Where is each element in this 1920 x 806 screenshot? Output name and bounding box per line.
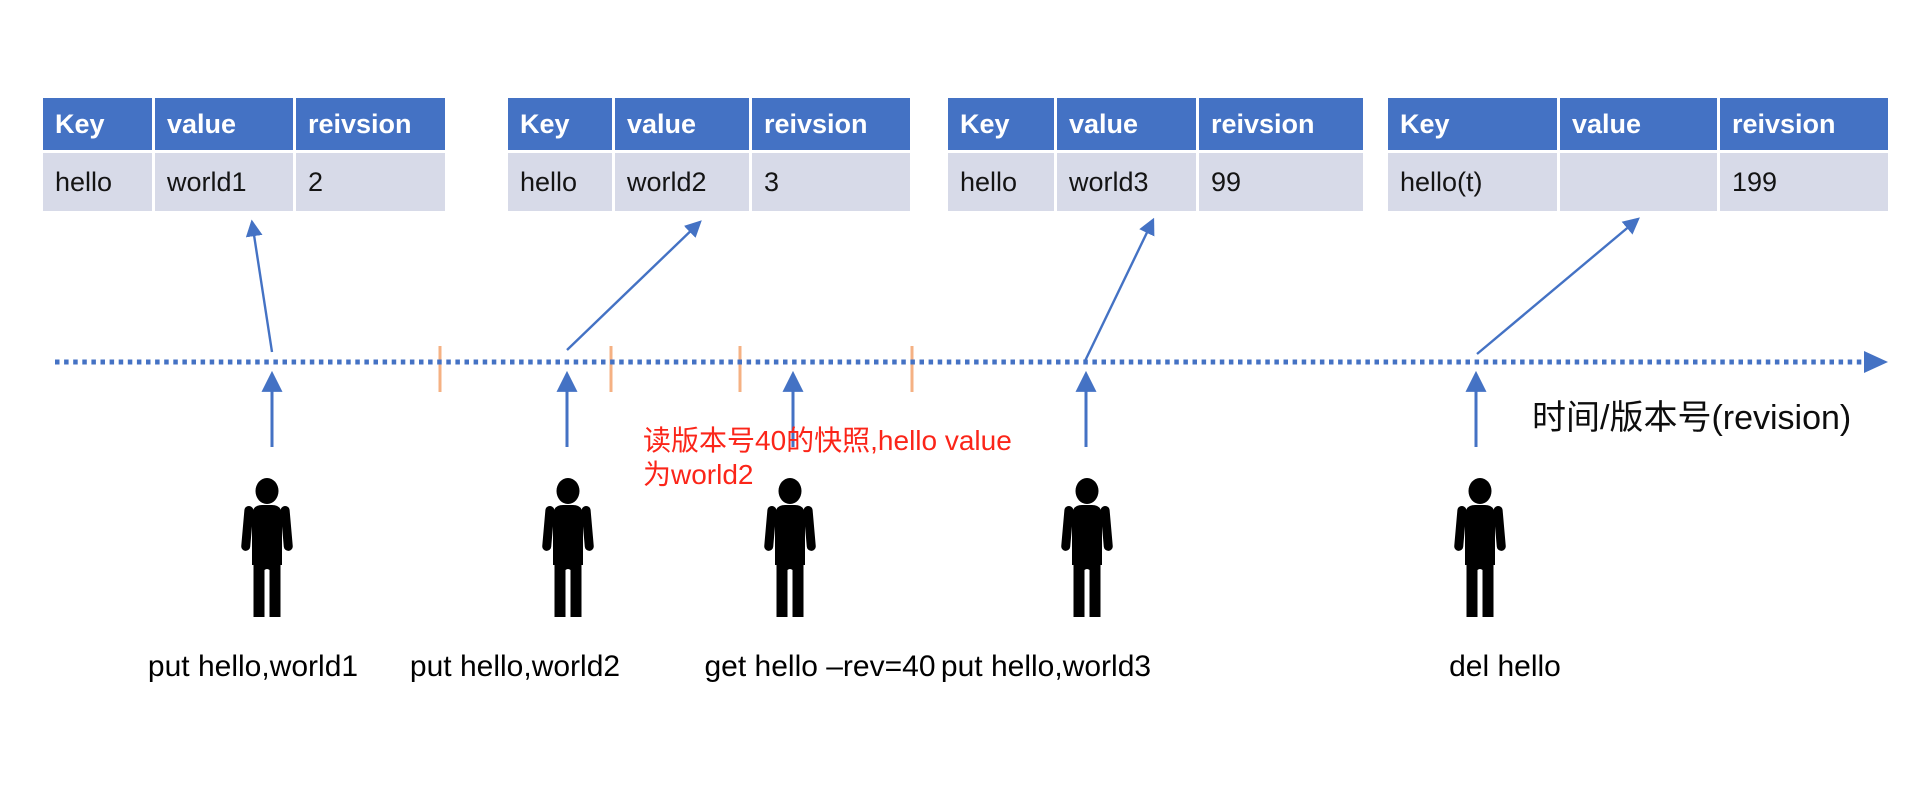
timeline-arrowhead-icon (1864, 351, 1888, 373)
kv-table-1-header-revision: reivsion (296, 98, 445, 150)
kv-table-2-cell-key: hello (508, 153, 612, 211)
kv-table-3-header-value: value (1057, 98, 1196, 150)
snapshot-annotation: 读版本号40的快照,hello value 为world2 (643, 424, 1012, 492)
kv-table-2-cell-value: world2 (615, 153, 749, 211)
table-arrow-3 (1083, 217, 1155, 362)
snapshot-annotation-line2: 为world2 (643, 459, 754, 490)
command-label-2: put hello,world2 (409, 650, 621, 683)
kv-table-1: Key value reivsion hello world1 2 (43, 98, 445, 214)
kv-table-1-cell-value: world1 (155, 153, 293, 211)
person-icon-1 (241, 478, 293, 617)
kv-table-3-row: hello world3 99 (948, 153, 1363, 211)
kv-table-4-header: Key value reivsion (1388, 98, 1888, 150)
kv-table-2-header-value: value (615, 98, 749, 150)
kv-table-1-cell-revision: 2 (296, 153, 445, 211)
kv-table-2-header: Key value reivsion (508, 98, 910, 150)
kv-table-4-cell-key: hello(t) (1388, 153, 1557, 211)
time-axis-label: 时间/版本号(revision) (1532, 399, 1852, 437)
kv-table-4-cell-value (1560, 153, 1717, 211)
person-icon-5 (1454, 478, 1506, 617)
table-arrow-1 (245, 219, 274, 353)
kv-table-2-row: hello world2 3 (508, 153, 910, 211)
kv-table-1-header: Key value reivsion (43, 98, 445, 150)
table-arrow-2 (566, 220, 702, 351)
kv-table-3-cell-key: hello (948, 153, 1054, 211)
person-icon-2 (542, 478, 594, 617)
kv-table-2: Key value reivsion hello world2 3 (508, 98, 910, 214)
kv-table-3-header-revision: reivsion (1199, 98, 1363, 150)
kv-table-1-header-key: Key (43, 98, 152, 150)
kv-table-4-header-revision: reivsion (1720, 98, 1888, 150)
kv-table-3-cell-value: world3 (1057, 153, 1196, 211)
kv-table-4: Key value reivsion hello(t) 199 (1388, 98, 1888, 214)
command-label-1: put hello,world1 (147, 650, 359, 683)
command-label-4: put hello,world3 (940, 650, 1152, 683)
kv-table-3-cell-revision: 99 (1199, 153, 1363, 211)
kv-table-2-header-key: Key (508, 98, 612, 150)
kv-table-4-header-value: value (1560, 98, 1717, 150)
table-arrow-4 (1476, 217, 1640, 355)
kv-table-3: Key value reivsion hello world3 99 (948, 98, 1363, 214)
person-icon-4 (1061, 478, 1113, 617)
kv-table-2-cell-revision: 3 (752, 153, 910, 211)
person-icon-3 (764, 478, 816, 617)
kv-table-3-header: Key value reivsion (948, 98, 1363, 150)
kv-table-1-header-value: value (155, 98, 293, 150)
command-label-3: get hello –rev=40 (704, 650, 936, 683)
kv-table-4-cell-revision: 199 (1720, 153, 1888, 211)
kv-table-1-cell-key: hello (43, 153, 152, 211)
snapshot-annotation-line1: 读版本号40的快照,hello value (643, 425, 1012, 456)
kv-table-3-header-key: Key (948, 98, 1054, 150)
kv-table-4-row: hello(t) 199 (1388, 153, 1888, 211)
command-label-5: del hello (1449, 650, 1561, 683)
kv-table-2-header-revision: reivsion (752, 98, 910, 150)
kv-table-4-header-key: Key (1388, 98, 1557, 150)
kv-table-1-row: hello world1 2 (43, 153, 445, 211)
